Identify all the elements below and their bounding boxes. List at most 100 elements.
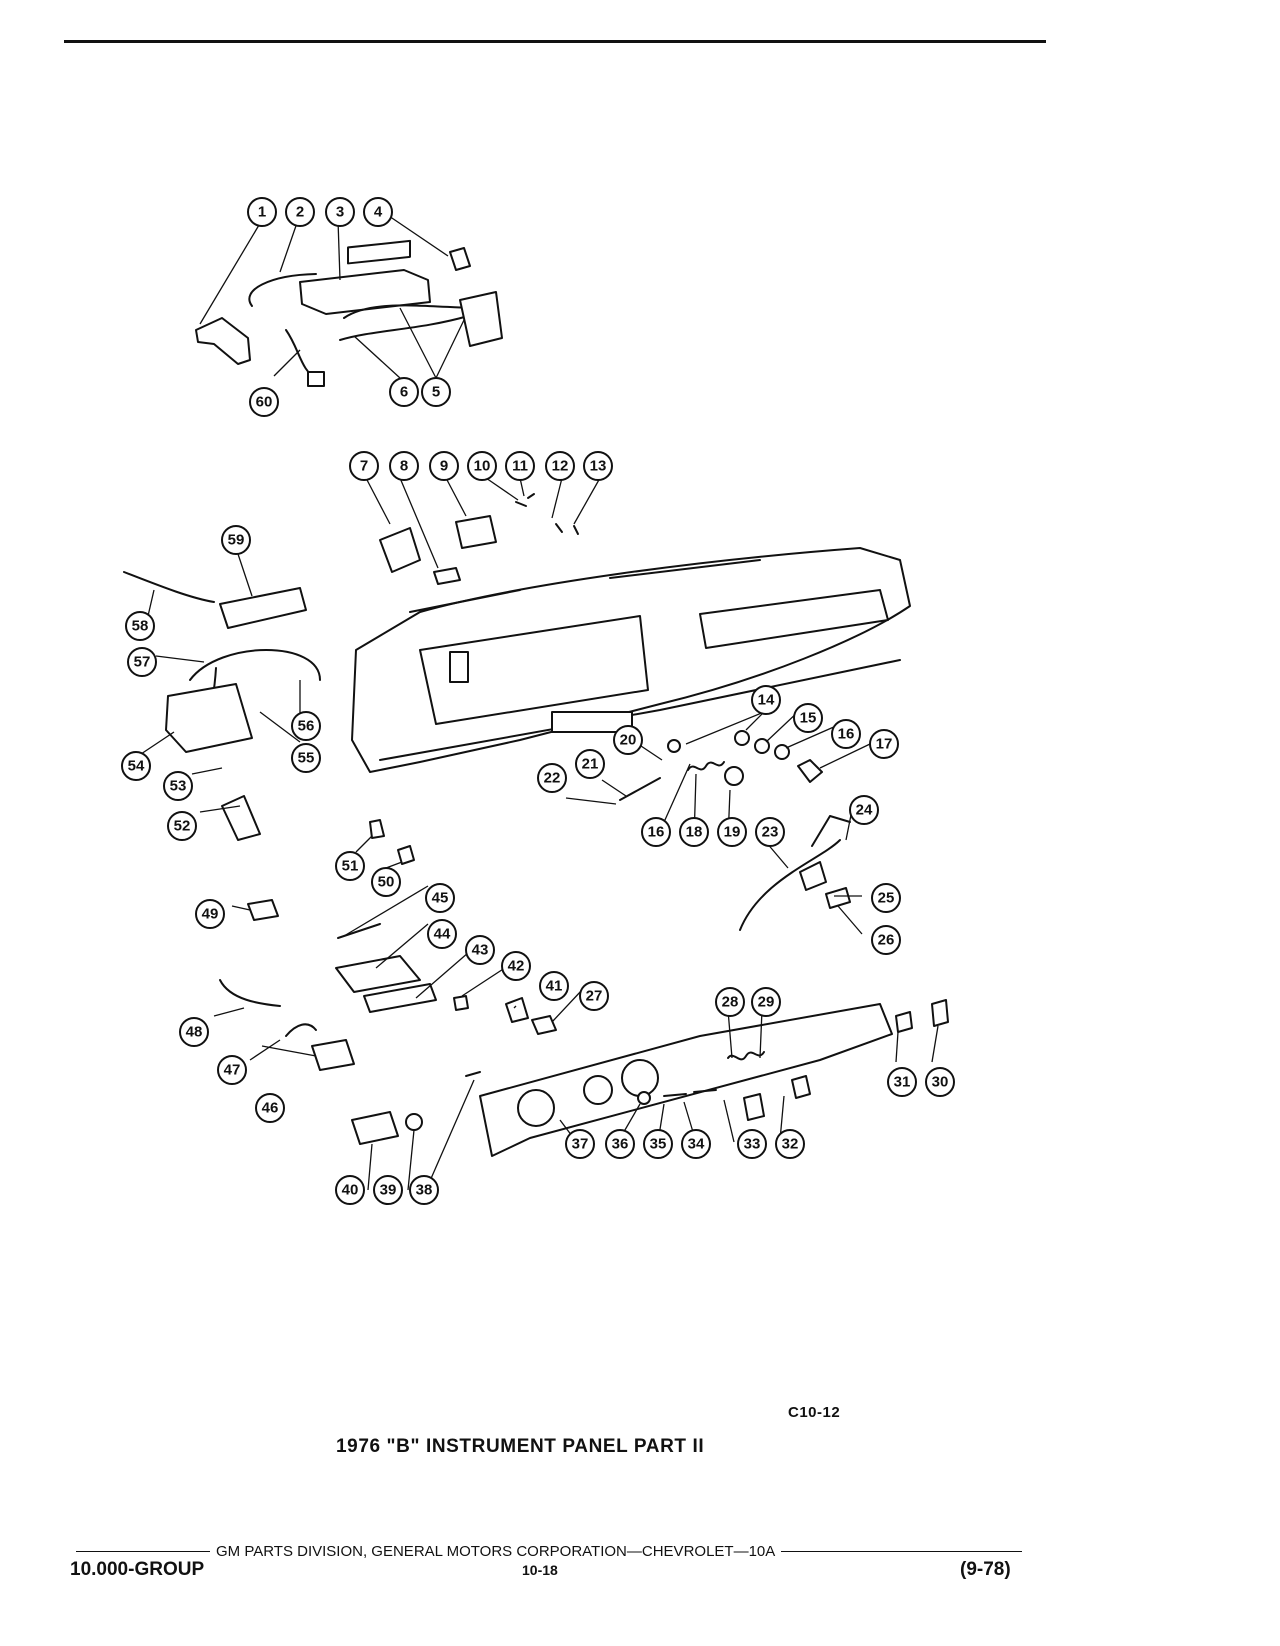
svg-text:32: 32 [782, 1136, 799, 1153]
callout-43: 43 [465, 935, 495, 965]
connector-part [505, 997, 529, 1023]
callout-25: 25 [871, 883, 901, 913]
svg-text:12: 12 [552, 458, 569, 475]
switch-part [247, 899, 279, 921]
washer-part [637, 1091, 651, 1105]
callout-26: 26 [871, 925, 901, 955]
callout-12: 12 [545, 451, 575, 481]
bezel-gauge-hole [517, 1089, 555, 1127]
bulb-part [515, 493, 535, 507]
svg-text:3: 3 [336, 204, 344, 221]
svg-text:31: 31 [894, 1074, 911, 1091]
svg-text:26: 26 [878, 932, 895, 949]
svg-text:47: 47 [224, 1062, 241, 1079]
gauge-holes [449, 651, 469, 683]
callout-56: 56 [291, 711, 321, 741]
svg-text:19: 19 [724, 824, 741, 841]
svg-text:18: 18 [686, 824, 703, 841]
svg-text:29: 29 [758, 994, 775, 1011]
svg-text:23: 23 [762, 824, 779, 841]
callout-31: 31 [887, 1067, 917, 1097]
svg-text:44: 44 [434, 926, 451, 943]
glovebox-opening [699, 589, 889, 649]
callout-41: 41 [539, 971, 569, 1001]
callout-14: 14 [751, 685, 781, 715]
leader-lines [137, 213, 939, 1191]
socket-part [397, 845, 415, 865]
connector-part [453, 995, 469, 1011]
svg-text:48: 48 [186, 1024, 203, 1041]
panel-vent-slot [409, 559, 761, 613]
callout-55: 55 [291, 743, 321, 773]
switch-part [335, 955, 421, 993]
panel-lower-edge [379, 659, 901, 761]
callout-50: 50 [371, 867, 401, 897]
svg-text:30: 30 [932, 1074, 949, 1091]
svg-text:40: 40 [342, 1182, 359, 1199]
footer-group: 10.000-GROUP [70, 1559, 205, 1580]
svg-text:45: 45 [432, 890, 449, 907]
radio-part [219, 587, 307, 629]
plate-part [743, 1093, 765, 1121]
connector-part [307, 371, 325, 387]
callout-3: 3 [325, 197, 355, 227]
callout-6: 6 [389, 377, 419, 407]
callout-19: 19 [717, 817, 747, 847]
callout-16: 16 [831, 719, 861, 749]
connector-part [531, 1015, 557, 1035]
harness-part [339, 304, 471, 341]
svg-text:28: 28 [722, 994, 739, 1011]
svg-text:10: 10 [474, 458, 491, 475]
callout-44: 44 [427, 919, 457, 949]
svg-text:52: 52 [174, 818, 191, 835]
svg-text:50: 50 [378, 874, 395, 891]
callout-27: 27 [579, 981, 609, 1011]
svg-text:5: 5 [432, 384, 440, 401]
radio-opening [551, 711, 633, 733]
radio-part [299, 269, 431, 315]
clip-part [449, 247, 471, 271]
svg-text:58: 58 [132, 618, 149, 635]
footer-rule-left [76, 1551, 210, 1552]
svg-text:4: 4 [374, 204, 383, 221]
knob-part [754, 738, 770, 754]
cover-part [379, 527, 421, 573]
plate-part [791, 1075, 811, 1099]
svg-text:33: 33 [744, 1136, 761, 1153]
svg-text:16: 16 [838, 726, 855, 743]
callout-2: 2 [285, 197, 315, 227]
svg-text:9: 9 [440, 458, 448, 475]
svg-text:36: 36 [612, 1136, 629, 1153]
switch-part [351, 1111, 399, 1145]
callout-30: 30 [925, 1067, 955, 1097]
callout-42: 42 [501, 951, 531, 981]
connector-block [459, 291, 503, 347]
callout-57: 57 [127, 647, 157, 677]
callout-21: 21 [575, 749, 605, 779]
svg-text:41: 41 [546, 978, 563, 995]
clip-part [931, 999, 949, 1027]
svg-text:46: 46 [262, 1100, 279, 1117]
footer-publisher-line: GM PARTS DIVISION, GENERAL MOTORS CORPOR… [76, 1543, 1022, 1560]
svg-text:6: 6 [400, 384, 408, 401]
svg-text:42: 42 [508, 958, 525, 975]
svg-text:39: 39 [380, 1182, 397, 1199]
knob-shaft [619, 777, 661, 801]
relay-part [221, 795, 261, 841]
callout-1: 1 [247, 197, 277, 227]
cable-part [739, 815, 851, 931]
footer-page-number: 10-18 [522, 1562, 558, 1578]
callout-47: 47 [217, 1055, 247, 1085]
svg-text:22: 22 [544, 770, 561, 787]
top-rule [64, 40, 1046, 43]
callout-23: 23 [755, 817, 785, 847]
bracket-part [195, 317, 251, 365]
callout-54: 54 [121, 751, 151, 781]
svg-text:11: 11 [512, 458, 528, 475]
switch-part [311, 1039, 355, 1071]
callout-11: 11 [505, 451, 535, 481]
callout-22: 22 [537, 763, 567, 793]
svg-text:59: 59 [228, 532, 245, 549]
callout-53: 53 [163, 771, 193, 801]
